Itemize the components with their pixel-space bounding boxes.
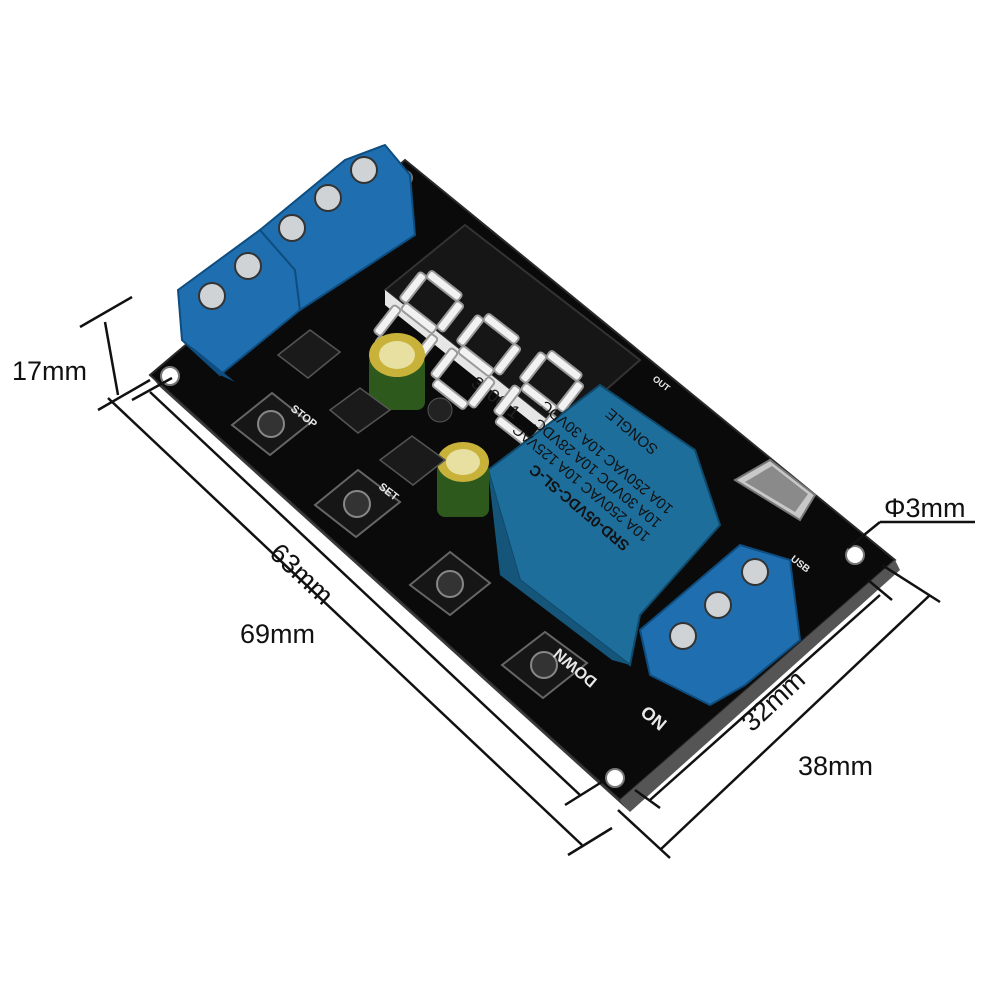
screw-icon — [234, 252, 262, 280]
integrated-circuits — [276, 329, 453, 486]
label-hole-diameter: Φ3mm — [884, 493, 966, 523]
hole-spacing-length-line — [149, 391, 581, 796]
label-board-length: 69mm — [240, 619, 315, 649]
screw-icon — [278, 214, 306, 242]
board-length-line — [107, 397, 583, 846]
terminal-screws-left — [198, 156, 378, 310]
height-dim-line — [103, 321, 120, 396]
terminal-screws-right — [669, 558, 769, 650]
hole-diameter-leader — [847, 521, 881, 549]
capacitor-2 — [437, 442, 489, 517]
hole-spacing-width-line — [649, 594, 881, 801]
mounting-hole-bottom — [605, 768, 625, 788]
label-board-width: 38mm — [798, 751, 873, 781]
set-button — [313, 468, 402, 539]
down-button — [500, 630, 589, 700]
capacitors — [369, 333, 489, 517]
mounting-hole-right — [845, 545, 865, 565]
digit-2 — [430, 313, 521, 410]
screw-icon — [314, 184, 342, 212]
up-button — [408, 550, 492, 617]
stop-button — [230, 391, 312, 457]
label-height: 17mm — [12, 356, 87, 386]
usb-port — [733, 458, 817, 522]
relay: SRD-05VDC-SL-C 10A 250VAC 10A 125VAC 10A… — [486, 383, 722, 667]
screw-icon — [741, 558, 769, 586]
capacitor-1 — [369, 333, 425, 410]
dimension-lines — [79, 295, 975, 859]
screw-icon — [669, 622, 697, 650]
label-hole-spacing-length: 63mm — [264, 537, 339, 610]
push-buttons — [230, 391, 589, 700]
screw-icon — [350, 156, 378, 184]
screw-icon — [704, 591, 732, 619]
screw-icon — [198, 282, 226, 310]
seven-segment-display: 3106-1 — [373, 223, 642, 447]
board-width-line — [659, 594, 931, 851]
terminal-block-relay — [638, 543, 802, 707]
terminal-block-power — [176, 143, 417, 382]
